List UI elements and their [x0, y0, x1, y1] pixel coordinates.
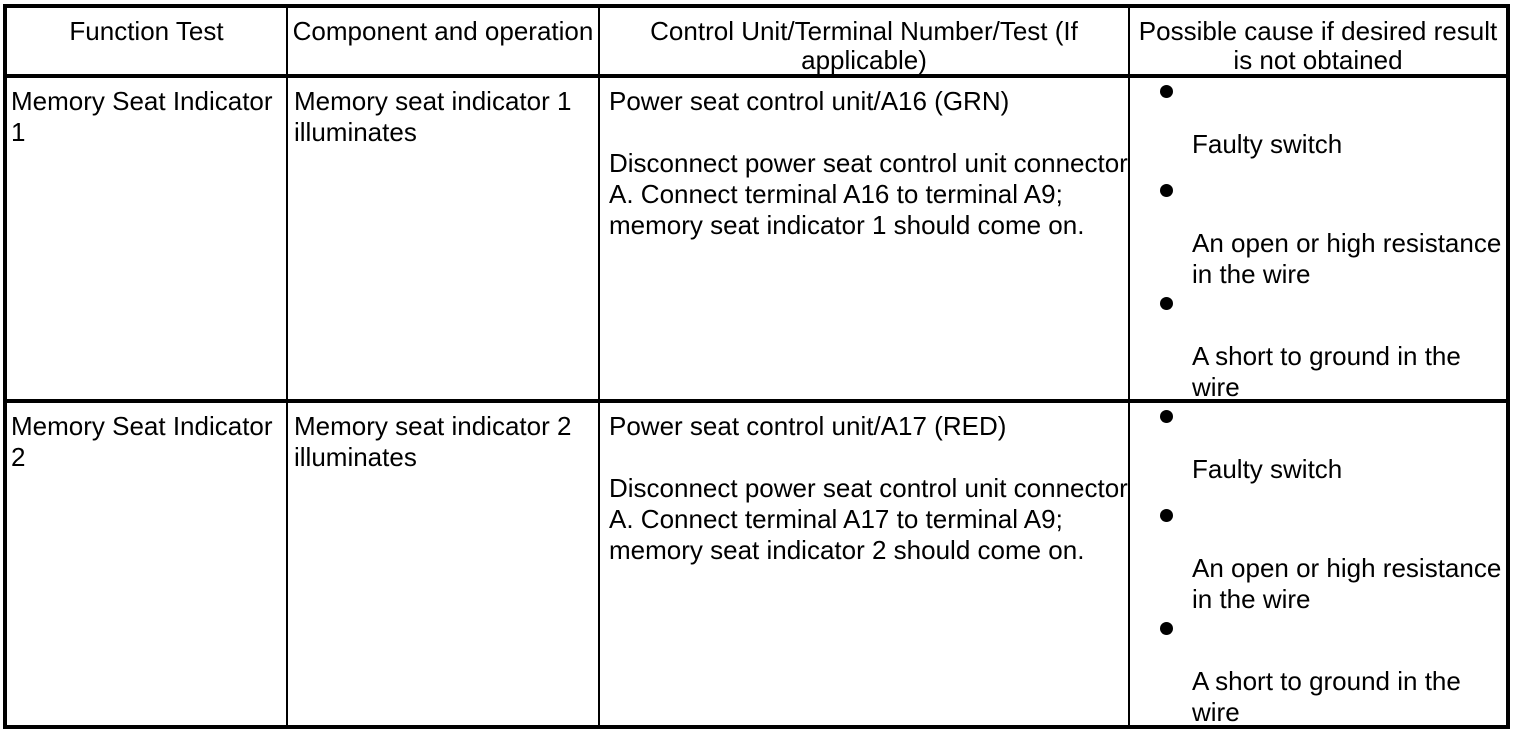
- table-row-1-possible-cause: Faulty switch An open or high resistance…: [1130, 78, 1506, 399]
- column-header-possible-cause: Possible cause if desired result is not …: [1138, 16, 1498, 75]
- control-unit-terminal-line: Power seat control unit/A17 (RED): [609, 411, 1007, 441]
- list-item: An open or high resistance in the wire: [1130, 502, 1506, 615]
- function-test-table: Function Test Component and operation Co…: [3, 4, 1510, 729]
- column-divider-3: [1128, 8, 1130, 725]
- possible-cause-text: A short to ground in the wire: [1192, 666, 1461, 727]
- possible-cause-text: Faulty switch: [1192, 454, 1343, 484]
- column-header-control-unit: Control Unit/Terminal Number/Test (If ap…: [650, 16, 1078, 75]
- table-row-1-component-and-operation: Memory seat indicator 1 illuminates: [294, 86, 572, 147]
- control-unit-test-instructions: Disconnect power seat control unit conne…: [609, 473, 1128, 565]
- possible-cause-text: An open or high resistance in the wire: [1192, 228, 1502, 289]
- bullet-icon: [1160, 410, 1173, 423]
- possible-cause-text: A short to ground in the wire: [1192, 341, 1461, 399]
- bullet-icon: [1160, 622, 1173, 635]
- bullet-icon: [1160, 509, 1173, 522]
- possible-cause-list: Faulty switch An open or high resistance…: [1130, 403, 1506, 727]
- column-divider-1: [286, 8, 288, 725]
- table-row-2-control-unit: Power seat control unit/A17 (RED) Discon…: [600, 403, 1128, 725]
- bullet-icon: [1160, 297, 1173, 310]
- possible-cause-text: Faulty switch: [1192, 129, 1343, 159]
- header-divider: [7, 74, 1506, 78]
- control-unit-terminal-line: Power seat control unit/A16 (GRN): [609, 86, 1010, 116]
- control-unit-test-instructions: Disconnect power seat control unit conne…: [609, 148, 1128, 240]
- bullet-icon: [1160, 184, 1173, 197]
- list-item: Faulty switch: [1130, 403, 1506, 502]
- table-row-1-function-test: Memory Seat Indicator 1: [11, 86, 273, 147]
- list-item: A short to ground in the wire: [1130, 290, 1506, 399]
- table-row-2-possible-cause: Faulty switch An open or high resistance…: [1130, 403, 1506, 727]
- row-divider: [7, 399, 1506, 403]
- table-row-2-component-and-operation: Memory seat indicator 2 illuminates: [294, 411, 572, 472]
- table-row-1-control-unit: Power seat control unit/A16 (GRN) Discon…: [600, 78, 1128, 399]
- bullet-icon: [1160, 85, 1173, 98]
- column-header-function-test: Function Test: [69, 16, 224, 46]
- table-row-2-function-test: Memory Seat Indicator 2: [11, 411, 273, 472]
- possible-cause-text: An open or high resistance in the wire: [1192, 553, 1502, 614]
- column-divider-2: [598, 8, 600, 725]
- column-header-component-and-operation: Component and operation: [292, 16, 594, 46]
- list-item: A short to ground in the wire: [1130, 615, 1506, 727]
- list-item: An open or high resistance in the wire: [1130, 177, 1506, 290]
- list-item: Faulty switch: [1130, 78, 1506, 177]
- possible-cause-list: Faulty switch An open or high resistance…: [1130, 78, 1506, 399]
